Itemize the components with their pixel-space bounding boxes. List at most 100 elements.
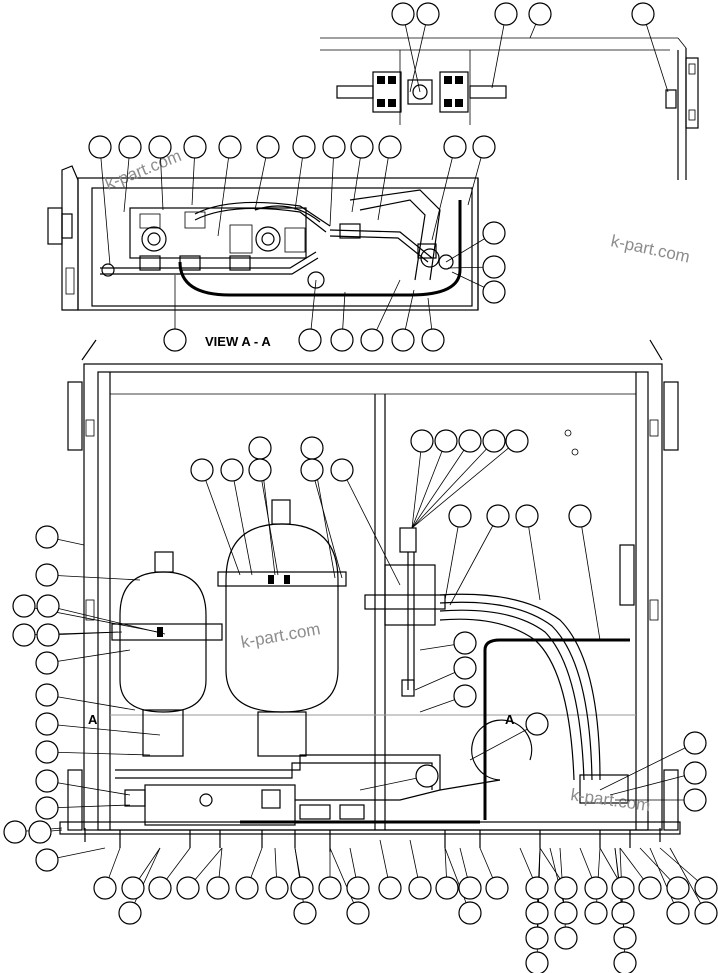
callout-bubble xyxy=(666,901,690,925)
callout-leader xyxy=(431,146,456,241)
callout-bubble xyxy=(525,876,549,900)
callout-leader xyxy=(311,469,343,579)
callout-bubble xyxy=(218,135,242,159)
callout-bubble xyxy=(694,876,718,900)
callout-leader xyxy=(46,780,131,796)
callout-bubble xyxy=(472,135,496,159)
callout-bubble xyxy=(453,631,477,655)
callout-bubble xyxy=(35,683,59,707)
watermark: k-part.com xyxy=(609,231,691,266)
callout-bubble xyxy=(378,876,402,900)
callout-leader xyxy=(649,847,679,914)
callout-leader xyxy=(411,440,518,529)
callout-bubble xyxy=(666,876,690,900)
callout-bubble xyxy=(554,926,578,950)
callout-bubble xyxy=(458,901,482,925)
main-frame xyxy=(59,339,681,842)
callout-bubble xyxy=(93,876,117,900)
callout-bubble xyxy=(611,901,635,925)
callout-bubble xyxy=(298,328,322,352)
callout-leader xyxy=(259,469,279,576)
callout-bubble xyxy=(421,328,445,352)
callout-bubble xyxy=(631,2,655,26)
callout-leader xyxy=(669,847,707,914)
callout-leader xyxy=(231,469,253,576)
callout-bubble xyxy=(683,761,707,785)
watermark: k-part.com xyxy=(239,619,321,652)
callout-leader xyxy=(411,440,471,529)
callout-bubble xyxy=(118,901,142,925)
callout-bubble xyxy=(318,876,342,900)
callout-bubble xyxy=(346,876,370,900)
callout-leader xyxy=(409,13,429,93)
callout-leader xyxy=(47,631,123,636)
top-detail-view xyxy=(320,37,699,180)
callout-bubble xyxy=(118,135,142,159)
callout-leader xyxy=(329,146,335,227)
callout-bubble xyxy=(482,255,506,279)
callout-bubble xyxy=(183,135,207,159)
callout-bubble xyxy=(638,876,662,900)
callout-bubble xyxy=(568,504,592,528)
callout-bubble xyxy=(584,876,608,900)
callout-bubble xyxy=(554,876,578,900)
callout-leader xyxy=(402,13,421,93)
callout-leader xyxy=(47,605,166,635)
callout-bubble xyxy=(35,563,59,587)
watermark: k-part.com xyxy=(102,146,184,194)
callout-bubble xyxy=(408,876,432,900)
callout-bubble xyxy=(248,436,272,460)
callout-bubble xyxy=(35,796,59,820)
valve-assembly xyxy=(364,527,635,820)
callout-bubble xyxy=(35,712,59,736)
callout-leader xyxy=(129,847,161,914)
callout-bubble xyxy=(35,740,59,764)
accumulator-right xyxy=(217,499,347,757)
callout-bubble xyxy=(528,2,552,26)
callout-bubble xyxy=(293,901,317,925)
callout-bubble xyxy=(453,684,477,708)
callout-bubble xyxy=(235,876,259,900)
callout-bubble xyxy=(453,656,477,680)
callout-leader xyxy=(377,146,391,221)
callout-leader xyxy=(46,723,161,736)
callout-bubble xyxy=(28,820,52,844)
callout-bubble xyxy=(391,2,415,26)
callout-bubble xyxy=(248,458,272,482)
callout-leader xyxy=(46,649,131,664)
callout-bubble xyxy=(525,951,549,973)
callout-bubble xyxy=(330,328,354,352)
callout-bubble xyxy=(694,901,718,925)
callout-bubble xyxy=(36,623,60,647)
callout-bubble xyxy=(505,429,529,453)
callout-leader xyxy=(201,469,241,576)
callout-bubble xyxy=(443,135,467,159)
bottom-manifold xyxy=(115,754,631,852)
callout-bubble xyxy=(613,926,637,950)
callout-bubble xyxy=(3,820,27,844)
accumulator-left xyxy=(111,551,223,757)
callout-bubble xyxy=(206,876,230,900)
callout-bubble xyxy=(448,504,472,528)
callout-leader xyxy=(642,13,669,93)
callout-bubble xyxy=(35,769,59,793)
callout-bubble xyxy=(611,876,635,900)
callout-bubble xyxy=(416,2,440,26)
callout-bubble xyxy=(163,328,187,352)
callout-bubble xyxy=(265,876,289,900)
callout-bubble xyxy=(36,594,60,618)
callout-leader xyxy=(99,146,111,266)
callout-leader xyxy=(444,515,461,601)
callout-bubble xyxy=(360,328,384,352)
callout-bubble xyxy=(683,788,707,812)
callout-bubble xyxy=(12,623,36,647)
callout-leader xyxy=(329,847,359,914)
callout-bubble xyxy=(12,594,36,618)
callout-bubble xyxy=(35,525,59,549)
callout-leader xyxy=(526,515,541,601)
callout-bubble xyxy=(525,712,549,736)
callout-leader xyxy=(469,723,538,761)
callout-bubble xyxy=(148,135,172,159)
callout-bubble xyxy=(256,135,280,159)
